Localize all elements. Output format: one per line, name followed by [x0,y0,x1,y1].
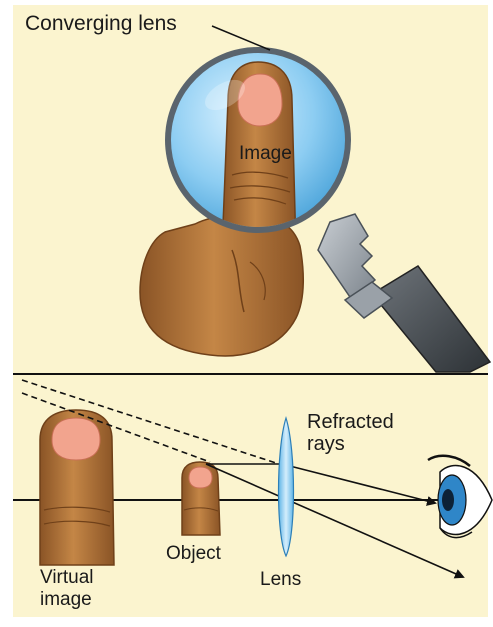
image-label: Image [239,143,292,164]
hand-illustration [140,216,303,356]
refracted-rays-line-1: Refracted [307,411,394,433]
refracted-rays-line-2: rays [307,433,345,455]
object-finger [182,462,220,535]
virtual-image-line-1: Virtual [40,567,94,588]
virtual-image-label: Virtual image [40,567,99,610]
object-label: Object [166,543,222,564]
converging-lens-label: Converging lens [25,12,177,35]
lens-label: Lens [260,569,301,590]
virtual-image-finger [40,410,114,565]
virtual-image-line-2: image [40,589,92,610]
